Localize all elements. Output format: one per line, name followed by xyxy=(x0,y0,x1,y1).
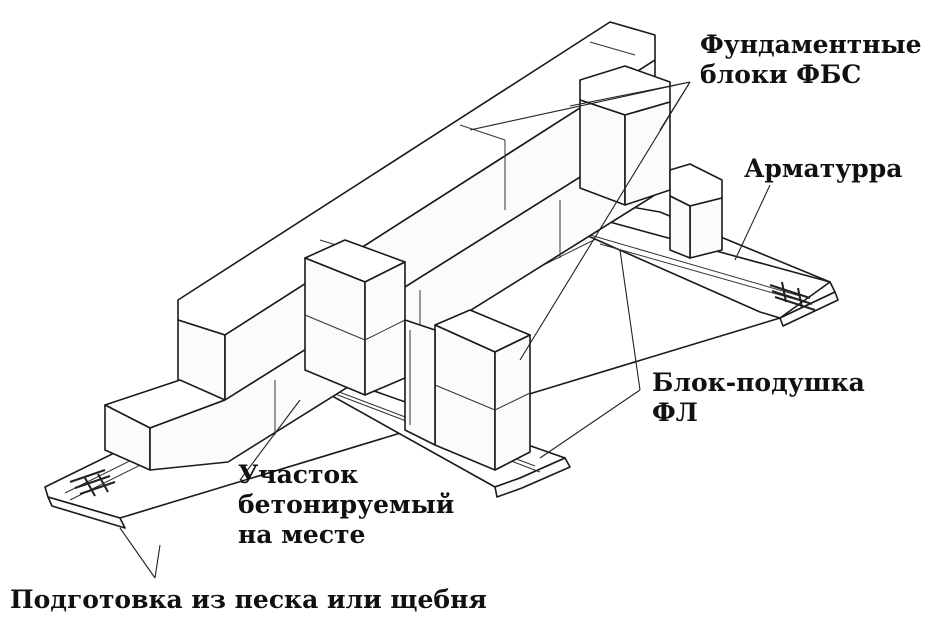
rebar-mesh-right xyxy=(769,281,816,311)
label-cushion-block: Блок-подушка ФЛ xyxy=(652,368,865,428)
label-fbs-line-1: Фундаментные xyxy=(700,30,922,59)
label-uch-line-3: на месте xyxy=(238,520,366,549)
label-fbs-blocks: Фундаментные блоки ФБС xyxy=(700,30,922,90)
fbs-junction-stack xyxy=(304,239,406,396)
rebar-mesh-left xyxy=(69,469,116,497)
label-rebar-text: Арматурра xyxy=(744,154,903,183)
label-podg-text: Подготовка из песка или щебня xyxy=(10,585,487,614)
label-rebar: Арматурра xyxy=(744,154,902,184)
fbs-right-wing xyxy=(579,65,723,259)
label-fbs-line-2: блоки ФБС xyxy=(700,60,862,89)
label-uch-line-2: бетонируемый xyxy=(238,490,455,519)
fbs-front-stack xyxy=(434,309,531,471)
label-base-preparation: Подготовка из песка или щебня xyxy=(10,585,487,615)
label-cast-in-place: Участок бетонируемый на месте xyxy=(238,460,454,550)
label-fl-line-2: ФЛ xyxy=(652,398,698,427)
cast-in-place-section xyxy=(404,319,436,446)
leader-lines xyxy=(119,81,771,579)
label-fl-line-1: Блок-подушка xyxy=(652,368,865,397)
label-uch-line-1: Участок xyxy=(238,460,359,489)
